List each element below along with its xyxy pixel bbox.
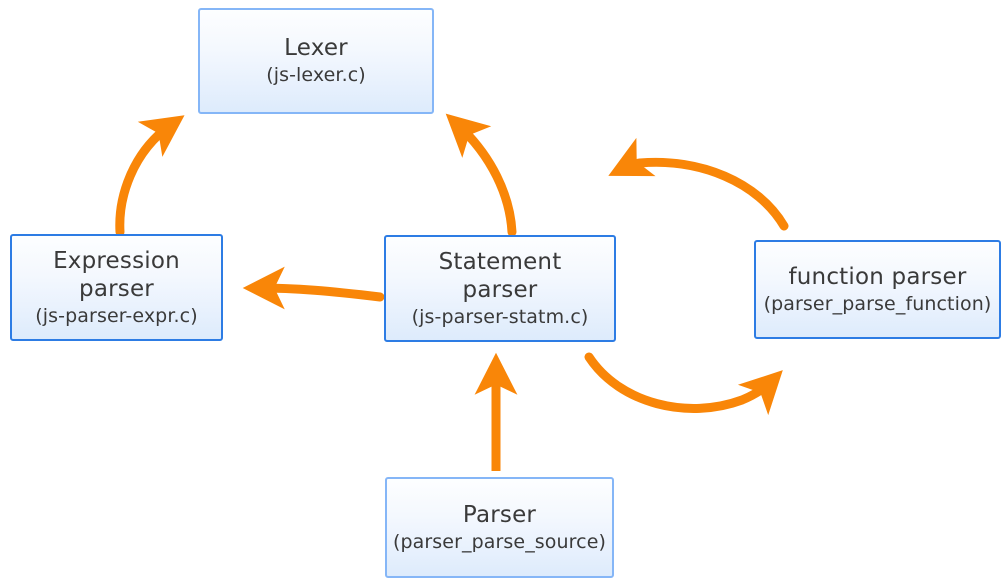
node-function-parser[interactable]: function parser (parser_parse_function) — [754, 240, 1001, 339]
node-lexer-subtitle: (js-lexer.c) — [266, 64, 366, 87]
node-statement-parser[interactable]: Statement parser (js-parser-statm.c) — [384, 235, 616, 342]
node-expression-parser-subtitle: (js-parser-expr.c) — [35, 304, 198, 327]
node-lexer-title: Lexer — [284, 35, 348, 62]
node-parser[interactable]: Parser (parser_parse_source) — [385, 477, 614, 578]
node-expression-parser-title: Expression parser — [53, 247, 180, 302]
edge-expression-to-lexer — [115, 115, 185, 237]
node-lexer[interactable]: Lexer (js-lexer.c) — [198, 8, 434, 114]
node-function-parser-title: function parser — [788, 263, 967, 290]
edge-statement-to-function — [584, 352, 783, 416]
node-parser-title: Parser — [462, 501, 537, 528]
edge-statement-to-lexer — [445, 113, 517, 237]
node-expression-parser[interactable]: Expression parser (js-parser-expr.c) — [10, 234, 223, 341]
edge-function-to-statement — [608, 137, 789, 231]
node-statement-parser-title: Statement parser — [438, 248, 562, 303]
edge-statement-to-expression — [242, 266, 385, 310]
node-parser-subtitle: (parser_parse_source) — [392, 530, 607, 553]
node-function-parser-subtitle: (parser_parse_function) — [763, 292, 992, 315]
node-statement-parser-subtitle: (js-parser-statm.c) — [411, 305, 589, 328]
